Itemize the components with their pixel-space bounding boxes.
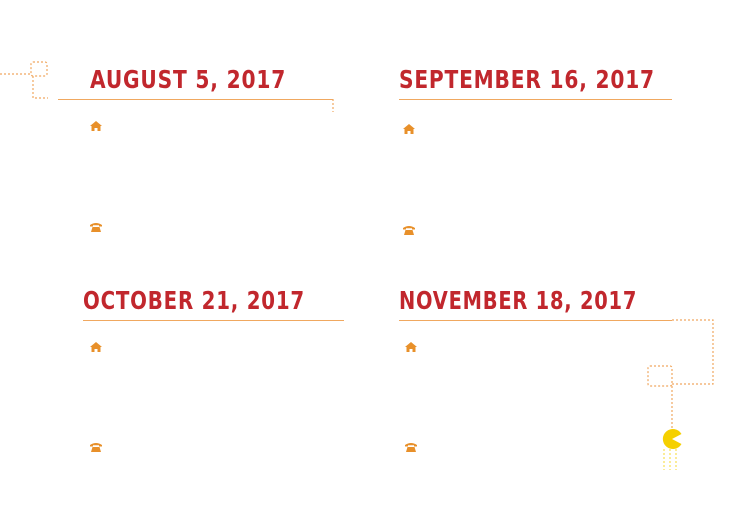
divider-line [58,99,333,100]
home-icon [403,124,415,134]
divider-line [83,320,344,321]
event-date: NOVEMBER 18, 2017 [399,286,638,315]
phone-icon [90,443,102,452]
event-date: AUGUST 5, 2017 [90,65,287,94]
phone-icon [90,223,102,232]
home-icon [90,121,102,131]
divider-line [399,320,672,321]
divider-line [399,99,672,100]
home-icon [405,342,417,352]
event-date: SEPTEMBER 16, 2017 [399,65,655,94]
phone-icon [403,226,415,235]
phone-icon [405,443,417,452]
home-icon [90,342,102,352]
event-date: OCTOBER 21, 2017 [83,286,305,315]
pacman-icon [662,429,682,470]
